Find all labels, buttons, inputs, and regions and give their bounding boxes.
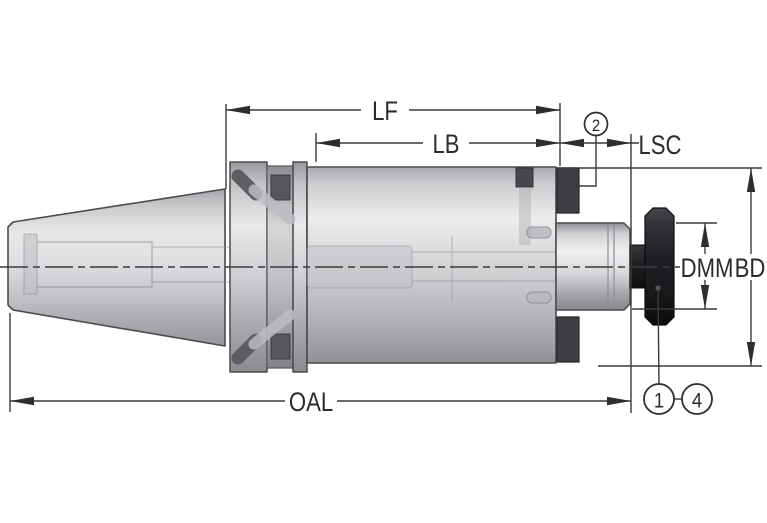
arrow-lb-right — [536, 138, 560, 148]
arrow-bd-down — [746, 342, 756, 366]
arrowheads — [10, 105, 756, 406]
arrow-lsc-right — [607, 138, 631, 148]
label-lb: LB — [432, 130, 459, 160]
callout-balloons: 2 1 4 — [583, 111, 713, 415]
balloon-2-circle — [583, 111, 609, 137]
label-lsc: LSC — [638, 131, 681, 161]
leader-balloon-2 — [579, 136, 597, 187]
leader-dot-balloon-1 — [655, 285, 661, 291]
arrow-oal-right — [607, 396, 631, 406]
drive-slot-notch-top — [270, 174, 291, 201]
label-mask-bd — [735, 254, 766, 280]
drive-slot-notch-bottom — [270, 333, 291, 360]
label-masks — [285, 98, 766, 414]
coolant-stub-bottom — [526, 291, 552, 304]
balloon-4-circle — [681, 383, 713, 415]
balloon-1-circle — [643, 383, 675, 415]
arrow-dmm-down — [700, 285, 710, 309]
arrow-bd-up — [746, 168, 756, 192]
balloon-1-number: 1 — [654, 389, 664, 412]
drive-slot-rod-top-light — [248, 184, 296, 225]
arrow-lf-left — [226, 105, 250, 115]
balloon-2-number: 2 — [592, 117, 600, 135]
arrow-lsc-left — [560, 138, 584, 148]
drive-key-bottom — [556, 316, 580, 363]
coolant-stub-top — [526, 226, 552, 239]
drive-slot-rod-bottom-light — [248, 309, 296, 350]
arrow-lb-left — [316, 138, 340, 148]
label-mask-dmm — [680, 254, 734, 280]
label-bd: BD — [735, 254, 766, 284]
arrow-lf-right — [536, 105, 560, 115]
label-mask-lb — [423, 131, 469, 156]
dimension-labels: LF LB LSC OAL DMM BD — [289, 97, 766, 418]
set-screw — [515, 167, 534, 188]
label-mask-oal — [285, 389, 337, 414]
label-oal: OAL — [289, 388, 333, 418]
arrow-oal-left — [10, 396, 34, 406]
drive-key-top — [556, 167, 580, 214]
tool-holder-illustration — [0, 161, 680, 373]
balloon-4-number: 4 — [692, 389, 702, 412]
arrow-dmm-up — [700, 223, 710, 247]
leader-dot-balloon-2 — [574, 183, 581, 189]
label-lf: LF — [372, 97, 398, 127]
label-mask-lf — [361, 98, 409, 123]
leader-balloon-1 — [657, 287, 660, 385]
clamp-cap — [644, 207, 675, 326]
label-dmm: DMM — [681, 254, 734, 284]
